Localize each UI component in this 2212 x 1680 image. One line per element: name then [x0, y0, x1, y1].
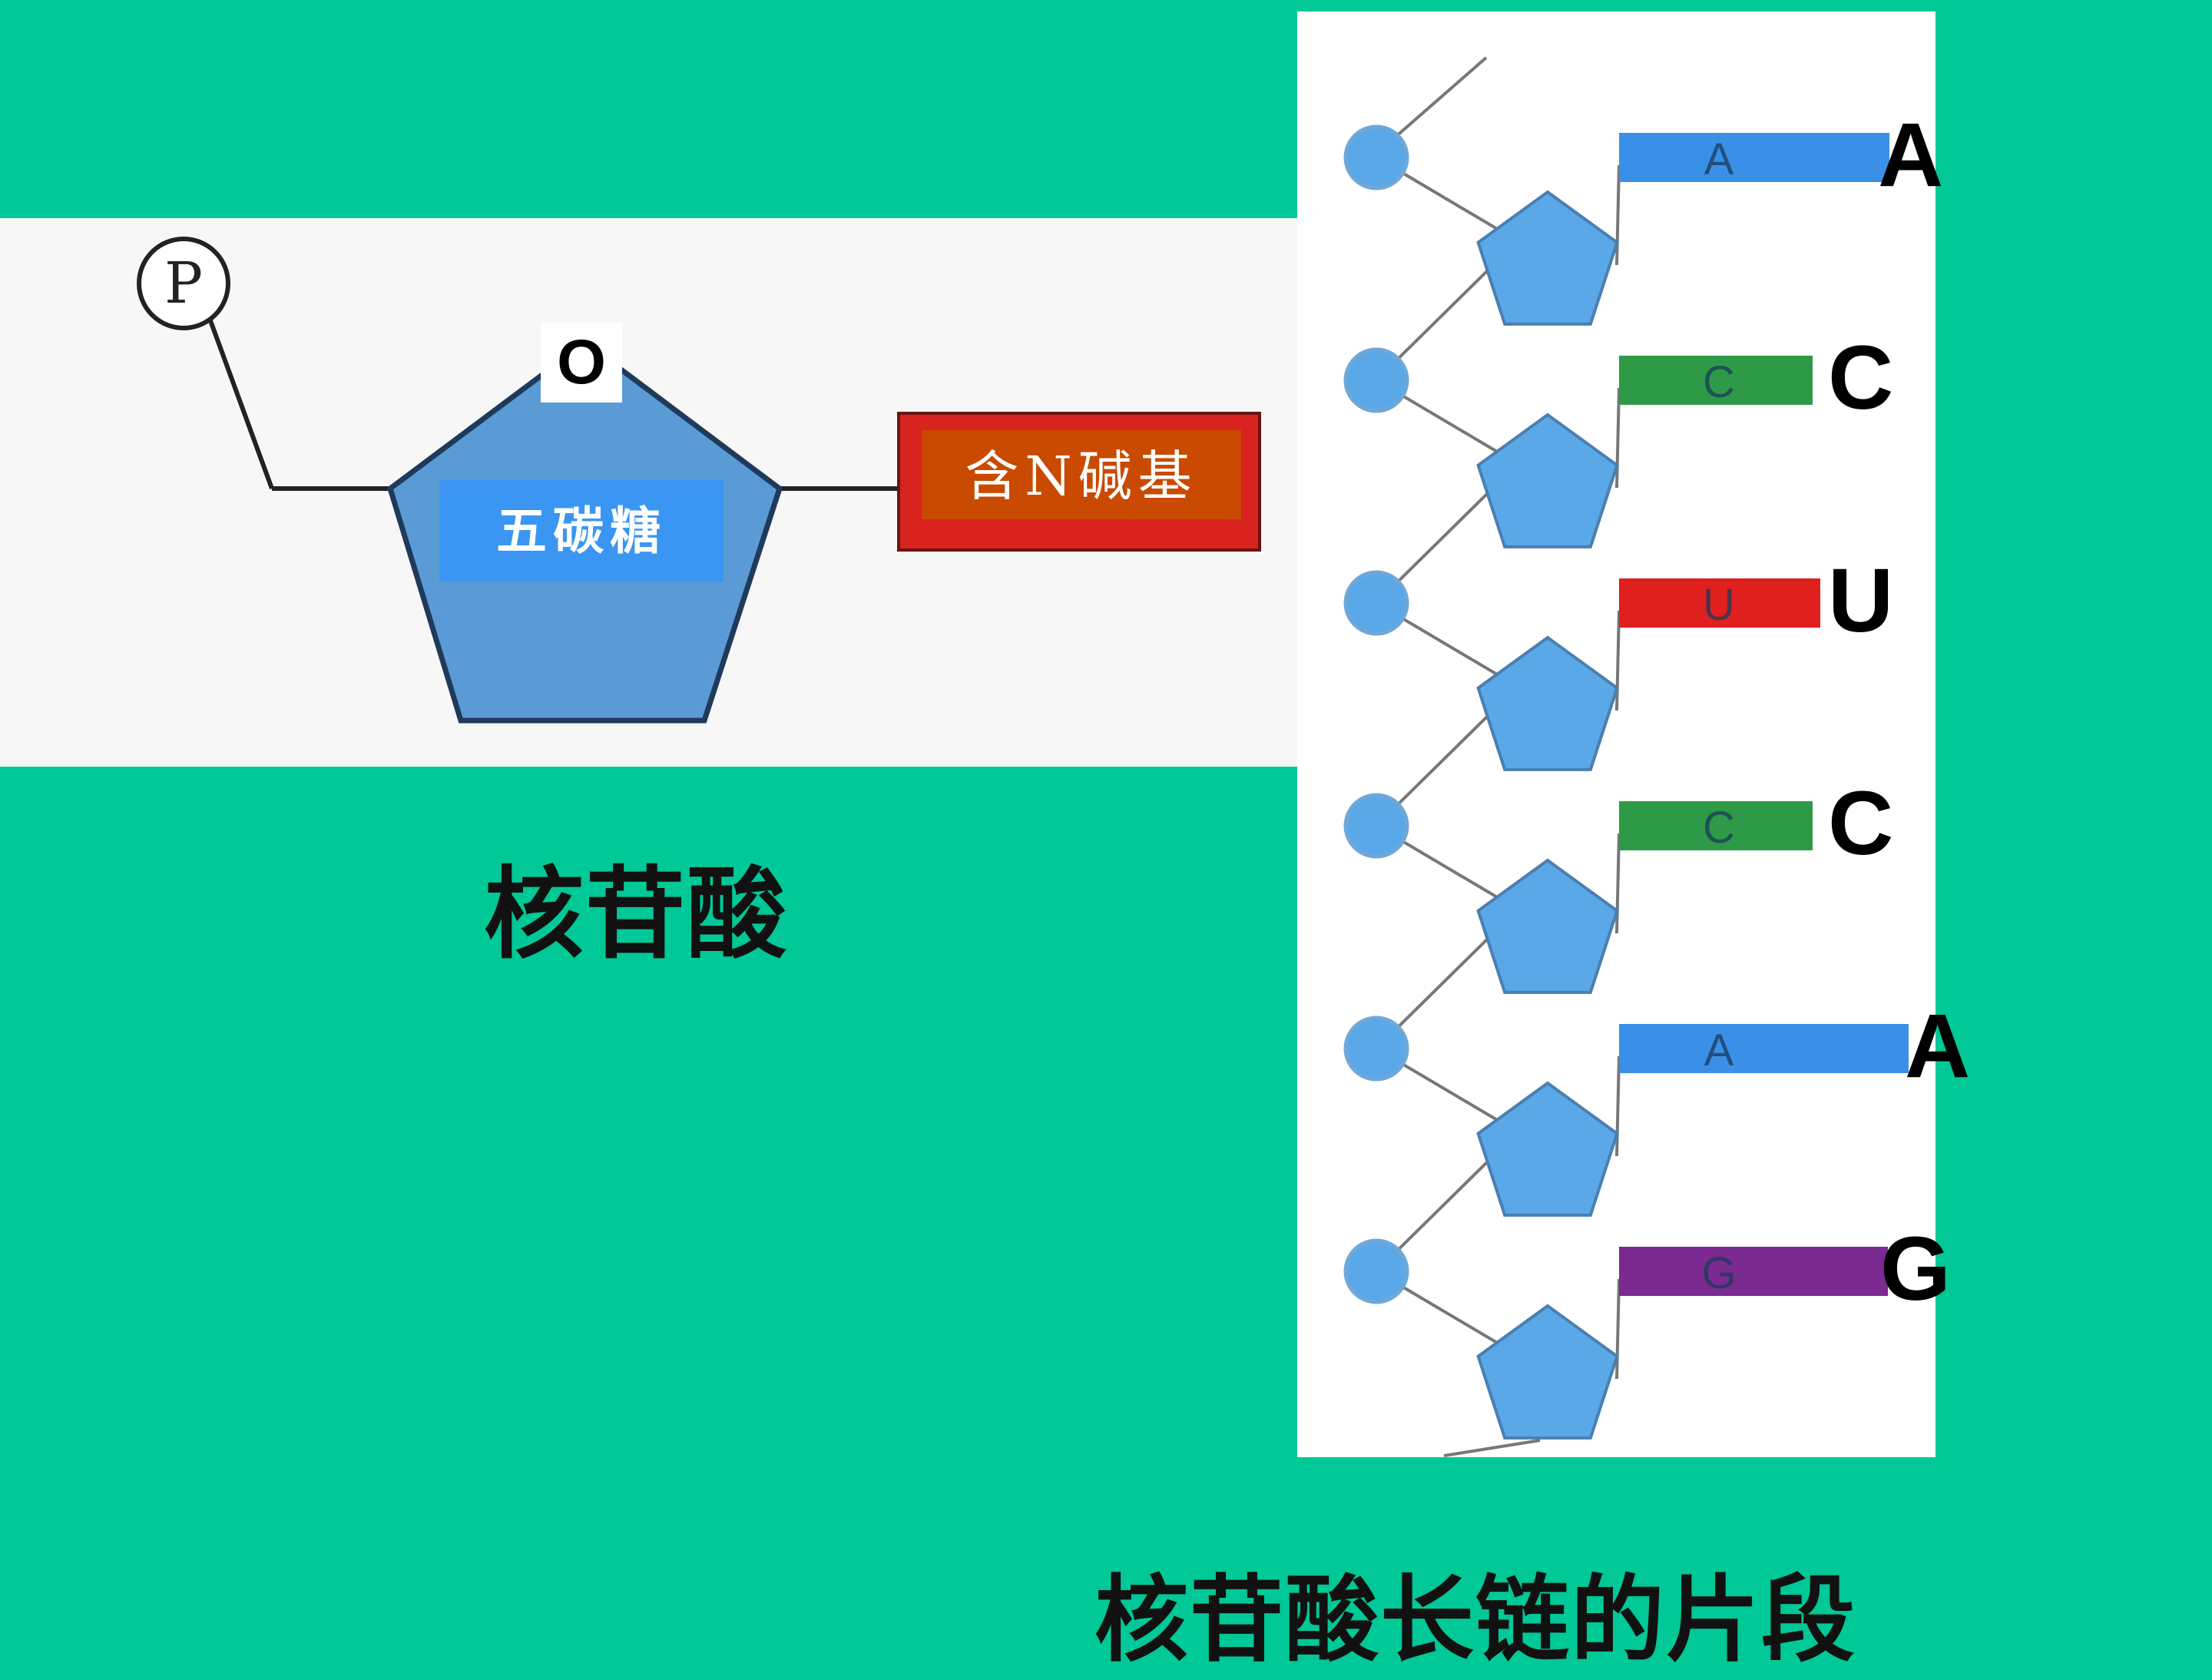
- chain-base-connector: [1615, 1055, 1621, 1157]
- chain-sugar-pentagon: [1476, 1304, 1619, 1440]
- chain-base-connector: [1615, 164, 1621, 266]
- chain-base-bar: [1619, 133, 1889, 182]
- chain-base-bar: [1619, 801, 1813, 850]
- oxygen-label: O: [541, 323, 622, 403]
- chain-sugar-pentagon: [1476, 635, 1619, 771]
- chain-base-letter: U: [1828, 550, 1894, 651]
- chain-phosphate-circle: [1343, 347, 1409, 413]
- chain-base-small-label: A: [1704, 1026, 1734, 1075]
- chain-caption: 核苷酸长链的片段: [1094, 1566, 1856, 1675]
- nitrogen-base-label: 含N碱基: [922, 430, 1241, 519]
- chain-base-connector: [1615, 1278, 1621, 1380]
- phosphate-circle: [137, 237, 230, 330]
- chain-base-small-label: A: [1704, 134, 1734, 184]
- chain-base-small-label: C: [1703, 803, 1735, 853]
- chain-base-small-label: G: [1701, 1248, 1736, 1298]
- chain-base-connector: [1615, 610, 1621, 711]
- chain-base-connector: [1615, 833, 1621, 934]
- chain-base-small-label: U: [1703, 580, 1735, 630]
- chain-base-letter: A: [1878, 104, 1944, 206]
- chain-base-bar: [1619, 1024, 1909, 1073]
- chain-base-letter: A: [1905, 996, 1971, 1097]
- chain-sugar-pentagon: [1476, 413, 1619, 548]
- chain-base-letter: C: [1828, 327, 1894, 429]
- nitrogen-base-box: 含N碱基: [897, 412, 1261, 552]
- phosphate-bond: [207, 315, 274, 490]
- chain-phosphate-circle: [1343, 793, 1409, 859]
- chain-phosphate-circle: [1343, 1016, 1409, 1082]
- chain-base-letter: G: [1880, 1218, 1951, 1320]
- chain-sugar-pentagon: [1476, 858, 1619, 994]
- chain-sugar-pentagon: [1476, 1081, 1619, 1217]
- chain-base-small-label: C: [1703, 357, 1735, 407]
- chain-phosphate-circle: [1343, 570, 1409, 636]
- chain-base-bar: [1619, 1247, 1888, 1296]
- nucleotide-caption: 核苷酸: [484, 856, 789, 973]
- chain-phosphate-circle: [1343, 1238, 1409, 1304]
- chain-base-bar: [1619, 578, 1820, 628]
- phosphate-label: P: [164, 250, 203, 316]
- chain-backbone-tail-bottom: [1443, 1439, 1541, 1457]
- chain-phosphate-circle: [1343, 124, 1409, 191]
- chain-base-connector: [1615, 387, 1621, 489]
- chain-sugar-pentagon: [1476, 190, 1619, 326]
- chain-base-letter: C: [1828, 773, 1894, 874]
- sugar-label: 五碳糖: [439, 480, 724, 582]
- chain-base-bar: [1619, 356, 1813, 405]
